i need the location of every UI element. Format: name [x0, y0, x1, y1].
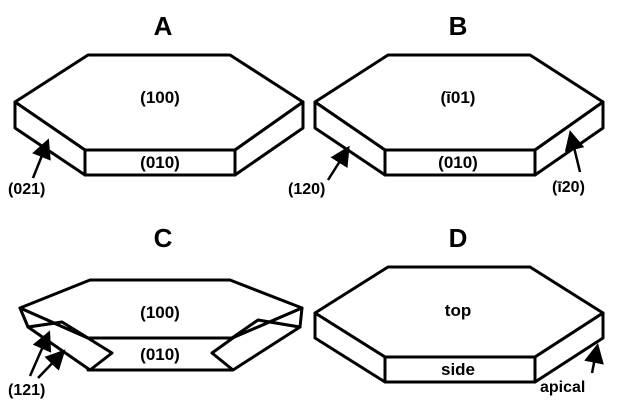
top-face-label: top — [445, 301, 471, 320]
callout-arrow — [28, 330, 52, 377]
crystal-pyramidal-face-right-upper — [230, 306, 304, 340]
side-face-label: (010) — [140, 345, 180, 364]
callout-label: apical — [540, 379, 585, 396]
callout-label-left: (120) — [288, 181, 325, 198]
panel-letter: C — [154, 223, 173, 253]
panel-d: D top side apical — [313, 223, 605, 396]
callout-label-right: (ī20) — [552, 179, 585, 196]
top-face-label: (ī01) — [441, 88, 476, 107]
panel-b: B (ī01) (010) (120) (ī20) — [288, 11, 605, 198]
crystal-side-face-right — [533, 311, 605, 384]
callout-arrow — [584, 343, 604, 374]
panel-letter: D — [449, 223, 468, 253]
panel-c: C (100) (010) (121) — [8, 223, 304, 399]
callout-arrow — [37, 349, 66, 379]
top-face-label: (100) — [140, 303, 180, 322]
callout-arrow-left — [326, 145, 350, 181]
side-face-label: (010) — [140, 153, 180, 172]
callout-label: (021) — [8, 181, 45, 198]
side-face-label: side — [441, 360, 475, 379]
top-face-label: (100) — [140, 88, 180, 107]
panel-a: A (100) (010) (021) — [8, 11, 305, 198]
callout-arrow-right — [564, 130, 585, 173]
panel-letter: B — [449, 11, 468, 41]
side-face-label: (010) — [438, 153, 478, 172]
panel-letter: A — [154, 11, 173, 41]
crystal-pyramidal-face-left-upper — [18, 306, 90, 340]
crystal-side-face-right — [233, 100, 305, 177]
callout-label: (121) — [8, 382, 45, 399]
callout-arrow — [31, 138, 51, 179]
